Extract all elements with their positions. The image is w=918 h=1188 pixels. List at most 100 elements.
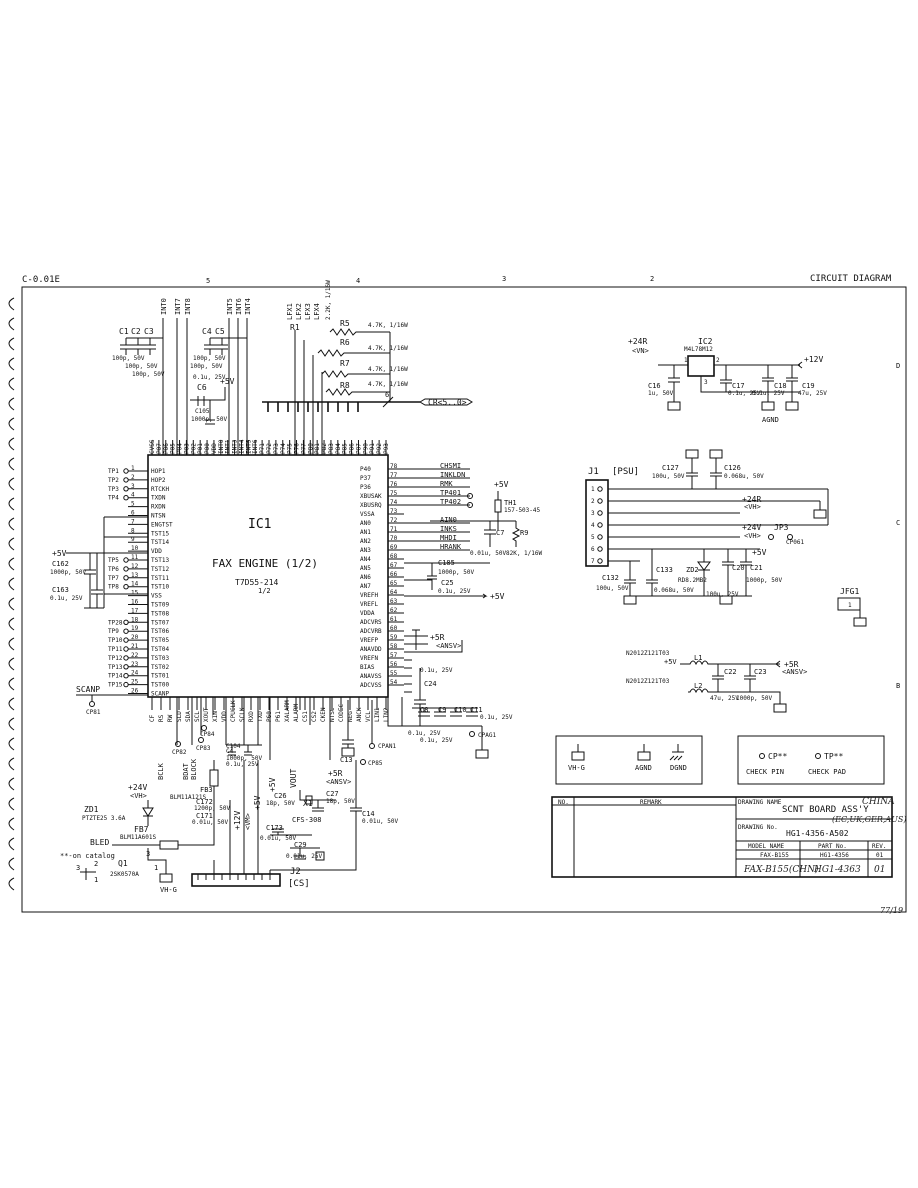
c19-label: C19 — [802, 382, 815, 390]
ic1-right-pin-num: 56 — [390, 661, 398, 668]
ic1-left-pin-num: 2 — [131, 474, 135, 481]
col-remark: REMARK — [640, 799, 662, 806]
test-pad[interactable] — [123, 566, 129, 572]
svg-text:1000p, 50V: 1000p, 50V — [50, 569, 87, 576]
svg-text:82K, 1/16W: 82K, 1/16W — [506, 550, 543, 557]
c26-label: C26 — [274, 792, 287, 800]
svg-text:100p, 50V: 100p, 50V — [193, 355, 226, 362]
svg-text:0.1u, 25V: 0.1u, 25V — [438, 588, 471, 595]
test-pad[interactable] — [123, 619, 129, 625]
part-1: HG1-4356 — [820, 852, 849, 859]
test-pad[interactable] — [123, 468, 129, 474]
r6-label: R6 — [340, 338, 350, 347]
svg-text:1000p, 50V: 1000p, 50V — [226, 755, 263, 762]
test-pad[interactable] — [123, 557, 129, 563]
ic1-left-pin-num: 26 — [131, 688, 139, 695]
c3-label: C3 — [144, 327, 154, 336]
c13-label: C13 — [340, 756, 353, 764]
resistor-network: LFX1 LFX2 LFX3 LFX4 2.2K, 1/16W R1 R5 R6… — [262, 280, 473, 455]
test-pad[interactable] — [123, 628, 129, 634]
ic1-right-pin-sig: VREFN — [360, 655, 378, 662]
r8-label: R8 — [340, 381, 350, 390]
test-pad[interactable] — [123, 486, 129, 492]
ic1-top-pin-sig: P93 — [383, 443, 390, 454]
test-pad[interactable] — [123, 681, 129, 688]
ic1-right-pin-sig: P37 — [360, 475, 371, 482]
svg-text:0.1u, 25V: 0.1u, 25V — [752, 390, 785, 397]
ic1-right-pin-num: 68 — [390, 553, 398, 560]
ic1-left-pin-num: 5 — [131, 501, 135, 508]
ic1-bottom-pin-sig: CKEN — [320, 707, 327, 722]
test-pad[interactable] — [123, 664, 129, 670]
svg-text:18p, 50V: 18p, 50V — [326, 798, 355, 805]
ic1-top-pin-sig: INT5 — [245, 439, 252, 454]
test-pad-label: TP5 — [108, 557, 119, 564]
catalog-note: **-on catalog — [60, 852, 115, 860]
cpan1-pad[interactable] — [369, 743, 375, 749]
ic1-left-pin-num: 13 — [131, 572, 139, 579]
svg-text:3: 3 — [146, 850, 150, 858]
ic1-left-pin-num: 24 — [131, 670, 139, 677]
cp061-pad[interactable] — [787, 534, 793, 540]
c25-label: C25 — [441, 579, 454, 587]
ic1-top-pin-sig: INT4 — [238, 439, 245, 454]
ic1-left-pin-num: 10 — [131, 545, 139, 552]
test-pad[interactable] — [123, 673, 129, 679]
jp3-pad[interactable] — [768, 534, 774, 540]
test-pad[interactable] — [123, 646, 129, 652]
cp85-pad[interactable] — [360, 759, 366, 765]
svg-text:4.7K, 1/16W: 4.7K, 1/16W — [368, 381, 408, 388]
ic1-right-pin-num: 77 — [390, 472, 398, 479]
cp83-pad[interactable] — [198, 737, 204, 743]
j1-pin — [597, 522, 603, 528]
bottom-area: BCLK CP82 CP83 CP84 BDAT BLOCK FB3 BLM11… — [60, 697, 399, 894]
test-pad[interactable] — [123, 575, 129, 581]
ic1-left-pin-sig: TST03 — [151, 655, 169, 662]
test-pad-label: TP8 — [108, 584, 119, 591]
legend-dgnd: DGND — [670, 764, 687, 772]
legend-agnd: AGND — [635, 764, 652, 772]
c6-label: C6 — [197, 383, 207, 392]
title-block: NO. REMARK DRAWING NAME SCNT BOARD ASS'Y… — [551, 796, 907, 878]
test-pad[interactable] — [123, 655, 129, 661]
cr-bus: CR<5..0> — [428, 398, 467, 407]
cp84-pad[interactable] — [201, 725, 207, 731]
ic1-right-pin-sig: AN6 — [360, 574, 371, 581]
int7-label: INT7 — [174, 298, 182, 315]
ic1-left-pin-sig: VSS — [151, 593, 162, 600]
cp82-pad[interactable] — [175, 741, 181, 747]
ic1-bottom-pin-sig: NTSC — [329, 707, 336, 722]
cp81-pad[interactable] — [89, 701, 95, 707]
china-note: CHINA — [862, 797, 895, 807]
ic1-right-pin-sig: ADCVRB — [360, 628, 382, 635]
ic1-right-pin-sig: ANAVDD — [360, 646, 382, 653]
svg-text:3: 3 — [76, 864, 80, 872]
svg-text:2.2K, 1/16W: 2.2K, 1/16W — [325, 280, 332, 320]
ic1-left-pin-sig: TST07 — [151, 619, 169, 626]
ic1-top-pin-sig: INT6 — [252, 439, 259, 454]
ic1-right-pin-sig: ADCVRS — [360, 619, 382, 626]
cpag1-pad[interactable] — [469, 731, 475, 737]
ic1-name: FAX ENGINE (1/2) — [212, 557, 318, 570]
test-pad[interactable] — [123, 637, 129, 643]
svg-text:LFX4: LFX4 — [313, 303, 321, 320]
ic1-bottom-pin-sig: SCLK — [239, 707, 246, 722]
legend-check-box — [737, 735, 885, 785]
svg-text:CP85: CP85 — [368, 760, 383, 767]
test-pad[interactable] — [123, 584, 129, 590]
zd1-label: ZD1 — [84, 805, 99, 814]
cpag1-label: CPAG1 — [478, 732, 496, 739]
test-pad[interactable] — [123, 495, 129, 501]
ic1-left-pin-num: 7 — [131, 518, 135, 525]
test-pad[interactable] — [123, 477, 129, 483]
tp402-pad[interactable] — [467, 502, 473, 508]
svg-text:1u, 50V: 1u, 50V — [648, 390, 674, 397]
ic1-right-pin-num: 55 — [390, 670, 398, 677]
tp401-pad[interactable] — [467, 493, 473, 499]
ic1-top-pin-sig: P01 — [197, 443, 204, 454]
l1-part: N2012Z121T03 — [626, 650, 670, 657]
ic1-top-pin-sig: P07 — [156, 443, 163, 454]
c132-label: C132 — [602, 574, 619, 582]
